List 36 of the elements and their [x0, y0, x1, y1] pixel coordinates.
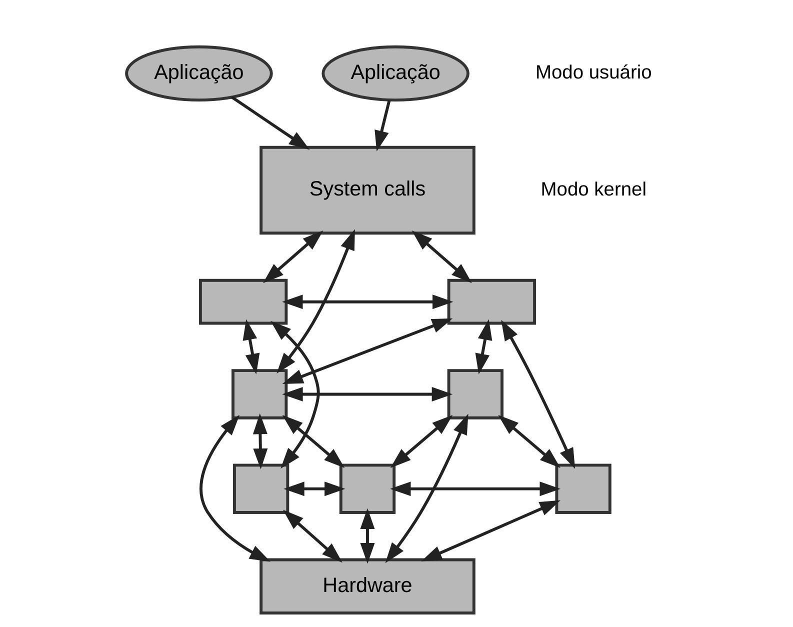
node-box: Hardware [260, 558, 476, 614]
arrow [231, 96, 310, 150]
arrow [252, 413, 268, 470]
arrow [242, 319, 260, 374]
arrow [390, 415, 453, 468]
arrow [385, 414, 468, 564]
arrow [284, 482, 346, 496]
node-box [232, 464, 290, 514]
arrow [200, 414, 270, 562]
node-box [198, 278, 288, 325]
node-box [447, 278, 536, 325]
node-box [232, 369, 288, 420]
arrow [501, 320, 576, 469]
arrow [421, 500, 560, 562]
arrow [282, 510, 342, 563]
arrow [270, 320, 320, 469]
arrow [360, 508, 375, 564]
node-box [555, 464, 612, 514]
arrow [282, 318, 453, 384]
label: Modo kernel [540, 179, 646, 200]
arrow [282, 415, 345, 468]
arrow [498, 415, 560, 468]
arrow [475, 319, 492, 374]
arrow [390, 482, 560, 496]
node-box [447, 369, 504, 420]
label: Modo usuário [535, 62, 652, 84]
arrow [263, 230, 324, 284]
arrow [282, 386, 453, 402]
node-box: System calls [260, 146, 476, 235]
node-ellipse: Aplicação [125, 45, 273, 102]
arrow [282, 294, 454, 310]
arrow [374, 100, 391, 152]
node-box [339, 464, 396, 514]
arrow [276, 229, 355, 374]
node-ellipse: Aplicação [322, 45, 470, 102]
arrow [412, 230, 472, 284]
